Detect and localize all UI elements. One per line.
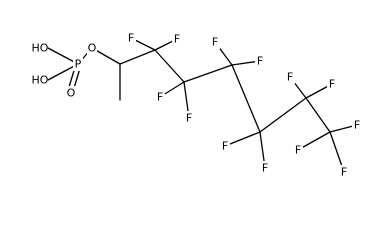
- atom-oh-top: HO: [30, 40, 49, 56]
- atom-label: O: [88, 42, 97, 55]
- atom-f: F: [293, 143, 303, 157]
- atom-f: F: [352, 118, 362, 132]
- atom-label: F: [262, 162, 268, 175]
- structure-canvas: HO HO P O O F F F F F F F F F F F F F: [30, 31, 362, 179]
- atom-f: F: [155, 90, 165, 104]
- bond-c7-f-a: [297, 131, 331, 151]
- atom-label: P: [75, 58, 82, 71]
- atom-f: F: [172, 32, 182, 46]
- atom-o-ester: O: [87, 41, 97, 55]
- atom-f: F: [255, 54, 265, 68]
- atom-o-double: O: [66, 86, 76, 100]
- atom-label: F: [222, 140, 228, 153]
- atom-label: F: [128, 32, 134, 45]
- atom-label: F: [257, 55, 263, 68]
- atom-label: F: [212, 36, 218, 49]
- bond-c1-c2: [119, 49, 156, 65]
- atom-f: F: [339, 165, 349, 179]
- atom-label: F: [341, 166, 347, 179]
- atom-label: F: [174, 33, 180, 46]
- atom-p: P: [73, 57, 83, 71]
- atom-f: F: [285, 70, 295, 84]
- atom-label: F: [157, 91, 163, 104]
- atom-f: F: [327, 77, 337, 91]
- bond-c5-c6: [259, 97, 307, 133]
- atom-f: F: [126, 31, 136, 45]
- atom-label: HO: [32, 74, 49, 87]
- atom-f: F: [184, 111, 194, 125]
- bond-c6-c7: [305, 97, 331, 133]
- bond-c2-c3: [154, 49, 185, 83]
- bond-c5-f-a: [224, 131, 261, 147]
- atom-label: F: [329, 78, 335, 91]
- atom-label: HO: [32, 42, 49, 55]
- atom-label-layer: HO HO P O O F F F F F F F F F F F F F: [30, 31, 362, 179]
- atom-oh-bottom: HO: [30, 72, 49, 88]
- atom-f: F: [210, 35, 220, 49]
- atom-label: O: [67, 87, 76, 100]
- atom-f: F: [260, 161, 270, 175]
- atom-label: F: [354, 119, 360, 132]
- atom-f: F: [220, 139, 230, 153]
- bond-c4-c5: [231, 64, 261, 133]
- atom-label: F: [295, 144, 301, 157]
- atom-label: F: [287, 71, 293, 84]
- atom-label: F: [186, 112, 192, 125]
- bond-c3-c4: [183, 64, 233, 83]
- bond-layer: [47, 37, 358, 173]
